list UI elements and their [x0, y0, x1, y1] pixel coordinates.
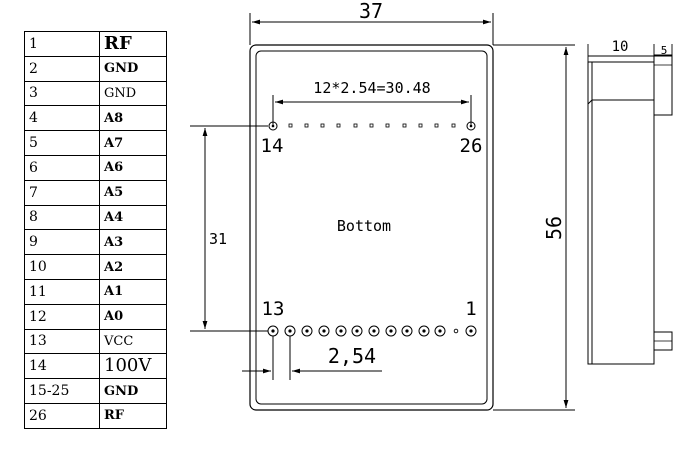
pin-26 — [466, 121, 476, 131]
pin-number: 26 — [24, 402, 100, 429]
top-pin-row: 14 26 — [261, 121, 483, 157]
pin-number: 9 — [24, 229, 100, 256]
pin-number: 8 — [24, 204, 100, 231]
pin-number: 10 — [24, 254, 100, 280]
pin-label-26: 26 — [460, 135, 483, 157]
pin-signal: A8 — [99, 105, 167, 132]
pin-label-1: 1 — [465, 298, 476, 320]
pin-signal: GND — [99, 378, 167, 404]
pin-signal: GND — [99, 80, 167, 107]
pin-signal: A1 — [99, 278, 167, 305]
pin-span-dimension: 12*2.54=30.48 — [272, 79, 472, 126]
pin-number: 5 — [24, 130, 100, 156]
height-label: 56 — [542, 216, 566, 240]
side-step-label: 5 — [661, 44, 668, 57]
board-label: Bottom — [337, 217, 391, 235]
pin-number: 12 — [24, 303, 100, 330]
pitch-dimension: 2,54 — [242, 336, 382, 380]
pin-14 — [268, 121, 278, 131]
pin-signal: RF — [99, 402, 167, 429]
bottom-pin-row: 13 1 — [262, 298, 477, 337]
pin-signal: A4 — [99, 204, 167, 231]
pin-span-label: 12*2.54=30.48 — [313, 79, 430, 97]
board-inner-outline — [255, 50, 488, 405]
board-outline — [249, 44, 494, 411]
pin-signal: A5 — [99, 179, 167, 206]
pin-number: 14 — [24, 353, 100, 380]
pin-signal: A6 — [99, 154, 167, 181]
pitch-label: 2,54 — [328, 344, 376, 368]
width-dimension: 37 — [249, 0, 494, 45]
side-view: 10 5 — [587, 39, 673, 365]
pin-signal: VCC — [99, 328, 167, 355]
pin-signal: 100V — [99, 353, 167, 380]
pin-label-13: 13 — [262, 298, 285, 320]
height-dimension: 56 — [493, 44, 575, 411]
row-spacing-dimension: 31 — [190, 125, 268, 332]
pin-signal: A3 — [99, 229, 167, 256]
row-spacing-label: 31 — [209, 230, 227, 248]
side-width-label: 10 — [612, 39, 629, 55]
pin-number: 4 — [24, 105, 100, 132]
pin-signal: GND — [99, 55, 167, 82]
width-label: 37 — [359, 0, 383, 23]
pin-1 — [465, 325, 477, 337]
pin-number: 15-25 — [24, 378, 100, 404]
pin-label-14: 14 — [261, 135, 284, 157]
